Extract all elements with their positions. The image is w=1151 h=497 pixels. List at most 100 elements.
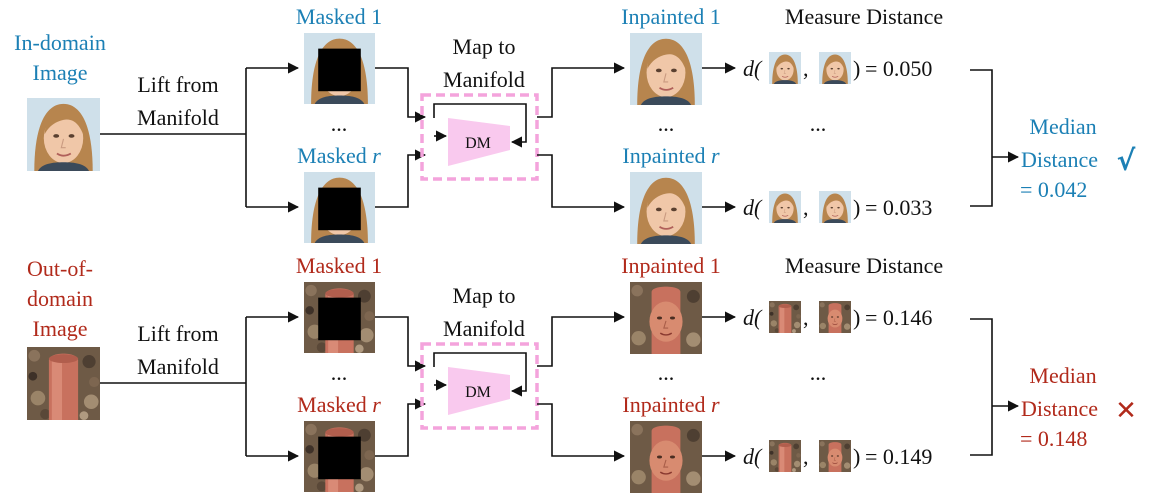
distance-thumb-inpainted [819,440,851,472]
inpainted-r-index: r [711,143,720,168]
distance-thumb-original-picture [769,440,801,472]
inpainted-image-r [630,172,702,244]
input-image-label: Out-of- [27,256,93,281]
measure-distance-label: Measure Distance [785,4,943,29]
input-image [27,347,100,420]
arrow-masked-1-to-dm [375,67,427,123]
distance-number: = 0.146 [865,305,932,330]
distance-thumb-inpainted-picture [819,52,851,84]
dm-label: DM [465,135,491,152]
ellipsis: ... [810,111,827,136]
inpainted-image-r [630,421,702,493]
dm-loop-arrow [433,103,527,148]
distance-formula-1: d(,)= 0.146 [743,301,932,333]
inpainted-image-1 [630,33,702,105]
inpainted-1-label: Inpainted 1 [621,4,721,29]
distance-thumb-original [769,301,801,333]
input-image-label: domain [27,286,93,311]
distance-thumb-original-picture [769,52,801,84]
masked-1-label: Masked 1 [296,253,382,278]
distance-value: ) [853,444,860,469]
median-label: Median [1029,363,1096,388]
dm-dashed-frame [420,342,539,430]
distance-separator: , [803,444,809,469]
dm-shape [448,118,510,166]
inpainted-r-label: Inpainted r [622,143,720,168]
distance-separator: , [803,305,809,330]
median-value: = 0.148 [1020,426,1087,451]
distance-number: = 0.050 [865,56,932,81]
mask-square [318,187,361,231]
distance-prefix: d( [743,305,763,330]
distance-number: = 0.033 [865,195,932,220]
distance-formula-r: d(,)= 0.149 [743,440,932,472]
map-label: Map to [453,283,516,308]
distance-thumb-inpainted [819,52,851,84]
distance-thumb-inpainted [819,301,851,333]
distance-thumb-original [769,191,801,223]
input-image [27,98,100,171]
masked-r-word: Masked [297,143,372,168]
mask-square [318,48,361,92]
input-image-picture [27,98,100,171]
distance-thumb-original-picture [769,191,801,223]
input-image-label: In-domain [14,30,106,55]
ellipsis: ... [658,111,675,136]
masked-image-r [304,172,375,243]
masked-r-index: r [372,143,381,168]
masked-image-1 [304,33,375,104]
dm-label: DM [465,384,491,401]
inpainted-image-1-picture [630,282,702,354]
mask-square [318,297,361,341]
masked-image-1 [304,282,375,353]
inpainted-r-word: Inpainted [622,392,711,417]
dm-loop-arrow [433,352,527,397]
lift-label: Lift from [137,72,218,97]
cross-icon: ✕ [1115,396,1137,426]
distance-number: = 0.149 [865,444,932,469]
arrow-dm-to-inpainted-1 [537,62,626,118]
median-value: = 0.042 [1020,177,1087,202]
distance-value: ) [853,305,860,330]
distance-thumb-inpainted-picture [819,440,851,472]
masked-image-r [304,421,375,492]
arrow-masked-r-to-dm [375,398,427,457]
arrow-dm-to-inpainted-r [537,154,626,213]
masked-r-word: Masked [297,392,372,417]
masked-1-label: Masked 1 [296,4,382,29]
masked-r-label: Masked r [297,392,381,417]
arrow-masked-r-to-dm [375,149,427,208]
arrow-masked-1-to-dm [375,316,427,372]
median-label: Median [1029,114,1096,139]
ellipsis: ... [810,360,827,385]
distance-thumb-original [769,440,801,472]
distance-thumb-original [769,52,801,84]
distance-formula-1: d(,)= 0.050 [743,52,932,84]
map-label: Manifold [443,316,525,341]
inpainted-r-label: Inpainted r [622,392,720,417]
checkmark-icon: √ [1117,144,1136,177]
distance-separator: , [803,195,809,220]
ellipsis: ... [331,111,348,136]
inpainted-1-label: Inpainted 1 [621,253,721,278]
distance-formula-r: d(,)= 0.033 [743,191,932,223]
distance-thumb-inpainted [819,191,851,223]
median-distance-label: Distance [1021,396,1098,421]
lift-label: Lift from [137,321,218,346]
inpainted-r-word: Inpainted [622,143,711,168]
distance-thumb-original-picture [769,301,801,333]
inpainted-image-1 [630,282,702,354]
arrow-dm-to-inpainted-r [537,403,626,462]
dm-shape [448,367,510,415]
measure-distance-label: Measure Distance [785,253,943,278]
arrow-dm-to-inpainted-1 [537,311,626,367]
distance-prefix: d( [743,195,763,220]
median-bracket [970,69,993,207]
distance-value: ) [853,56,860,81]
input-image-label: Image [33,316,88,341]
inpainted-r-index: r [711,392,720,417]
median-distance-label: Distance [1021,147,1098,172]
ellipsis: ... [658,360,675,385]
